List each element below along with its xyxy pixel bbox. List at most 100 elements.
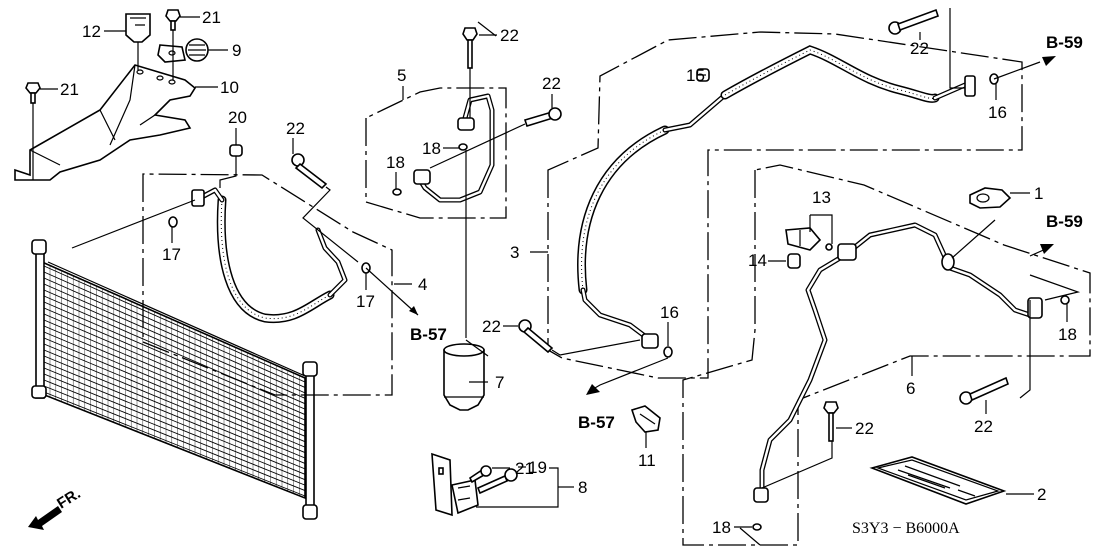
o-ring-18[interactable] bbox=[392, 188, 402, 196]
callout-18[interactable]: 18 bbox=[422, 139, 441, 158]
callout-21[interactable]: 21 bbox=[515, 459, 534, 478]
callout-22[interactable]: 22 bbox=[855, 419, 874, 438]
condenser[interactable] bbox=[31, 239, 318, 520]
ac-label-2[interactable] bbox=[869, 456, 1007, 505]
condenser-fin-line bbox=[43, 379, 306, 486]
callout-11[interactable]: 11 bbox=[638, 451, 656, 470]
callout-18[interactable]: 18 bbox=[1058, 325, 1077, 344]
group-4-outline bbox=[142, 173, 393, 396]
group-5-outline bbox=[365, 87, 507, 219]
condenser-fin-line bbox=[43, 295, 306, 410]
callout-4[interactable]: 4 bbox=[418, 275, 427, 294]
callout-22[interactable]: 22 bbox=[542, 74, 561, 93]
front-arrow-icon bbox=[28, 506, 62, 530]
bolt-21-top[interactable] bbox=[165, 9, 181, 31]
callout-13[interactable]: 13 bbox=[812, 188, 831, 207]
callout-18[interactable]: 18 bbox=[386, 153, 405, 172]
ref-b59[interactable]: B-59 bbox=[1046, 212, 1083, 231]
o-ring-18[interactable] bbox=[752, 523, 762, 531]
discharge-hose-4[interactable] bbox=[191, 187, 348, 324]
callout-14[interactable]: 14 bbox=[748, 251, 767, 270]
arrow-icon bbox=[1042, 56, 1056, 66]
condenser-fin-line bbox=[43, 271, 306, 388]
callout-7[interactable]: 7 bbox=[495, 373, 504, 392]
rubber-mount-9[interactable] bbox=[157, 38, 209, 63]
receiver-pipe-5[interactable] bbox=[413, 93, 495, 203]
callout-16[interactable]: 16 bbox=[988, 103, 1007, 122]
arrow-icon bbox=[586, 384, 600, 395]
group-3-outline bbox=[547, 31, 1023, 379]
arrow-icon bbox=[409, 306, 418, 315]
callout-22[interactable]: 22 bbox=[500, 26, 519, 45]
condenser-fin-line bbox=[43, 373, 306, 481]
condenser-fin-line bbox=[43, 367, 306, 475]
o-ring-18[interactable] bbox=[458, 143, 468, 151]
callout-22[interactable]: 22 bbox=[286, 119, 305, 138]
callout-18[interactable]: 18 bbox=[712, 518, 731, 537]
callout-22[interactable]: 22 bbox=[910, 39, 929, 58]
nut-20[interactable] bbox=[229, 144, 243, 157]
condenser-fin-line bbox=[43, 289, 306, 405]
callout-1[interactable]: 1 bbox=[1034, 184, 1043, 203]
o-ring-16[interactable] bbox=[663, 346, 673, 358]
condenser-fin-line bbox=[43, 265, 306, 383]
callout-16[interactable]: 16 bbox=[660, 303, 679, 322]
callout-19[interactable]: 19 bbox=[528, 458, 547, 477]
callout-9[interactable]: 9 bbox=[232, 41, 241, 60]
bolt-22-group6-right[interactable] bbox=[959, 376, 1009, 405]
ref-b59[interactable]: B-59 bbox=[1046, 33, 1083, 52]
bolt-22-group3-bottom[interactable] bbox=[518, 319, 554, 354]
bolt-22-group5-vertical[interactable] bbox=[462, 27, 478, 69]
callout-15[interactable]: 15 bbox=[686, 66, 705, 85]
ref-b57[interactable]: B-57 bbox=[578, 413, 615, 432]
callout-21[interactable]: 21 bbox=[60, 80, 79, 99]
suction-hose-3[interactable] bbox=[577, 45, 976, 349]
condenser-fin-line bbox=[43, 385, 306, 491]
o-ring[interactable] bbox=[825, 243, 833, 251]
bolt-22-group3-top[interactable] bbox=[888, 8, 940, 35]
callout-22[interactable]: 22 bbox=[482, 317, 501, 336]
bolt-22-group4[interactable] bbox=[291, 153, 328, 190]
callout-10[interactable]: 10 bbox=[220, 78, 239, 97]
clip-11[interactable] bbox=[630, 405, 661, 433]
pressure-switch-13[interactable] bbox=[785, 227, 822, 251]
receiver-dryer-7[interactable] bbox=[443, 343, 485, 411]
callout-3[interactable]: 3 bbox=[510, 243, 519, 262]
condenser-fin-line bbox=[43, 277, 306, 394]
bolt-21-left[interactable] bbox=[25, 82, 41, 104]
callout-2[interactable]: 2 bbox=[1037, 485, 1046, 504]
liquid-pipe-6[interactable] bbox=[753, 222, 1043, 503]
callout-20[interactable]: 20 bbox=[228, 108, 247, 127]
condenser-bracket[interactable] bbox=[14, 64, 197, 181]
callout-22[interactable]: 22 bbox=[974, 417, 993, 436]
clamp-1[interactable] bbox=[969, 187, 1012, 209]
arrow-icon bbox=[1040, 244, 1054, 254]
condenser-fin-line bbox=[43, 391, 306, 497]
condenser-fin-line bbox=[43, 283, 306, 399]
service-port-cap-14[interactable] bbox=[787, 253, 801, 269]
o-ring-17[interactable] bbox=[168, 216, 178, 228]
ref-b57[interactable]: B-57 bbox=[410, 325, 447, 344]
bolt-19[interactable] bbox=[476, 468, 518, 495]
group-6-outline bbox=[682, 164, 1091, 546]
condenser-fin-line bbox=[43, 355, 306, 464]
callout-17[interactable]: 17 bbox=[356, 292, 375, 311]
clip-12[interactable] bbox=[125, 13, 151, 43]
callout-12[interactable]: 12 bbox=[82, 22, 101, 41]
callout-5[interactable]: 5 bbox=[397, 66, 406, 85]
bolt-22-group5-horizontal[interactable] bbox=[523, 107, 562, 127]
callout-17[interactable]: 17 bbox=[162, 245, 181, 264]
callout-21[interactable]: 21 bbox=[202, 8, 221, 27]
front-direction-indicator: FR. bbox=[28, 485, 84, 530]
condenser-fin-line bbox=[43, 331, 306, 443]
o-ring-18[interactable] bbox=[1060, 295, 1070, 305]
bolt-21-bracket[interactable] bbox=[468, 465, 492, 484]
diagram-code: S3Y3 − B6000A bbox=[852, 520, 960, 537]
condenser-fin-line bbox=[43, 325, 306, 437]
callout-6[interactable]: 6 bbox=[906, 379, 915, 398]
receiver-bracket-8[interactable] bbox=[431, 452, 479, 517]
condenser-fin-line bbox=[43, 361, 306, 470]
bolt-22-group6-vertical[interactable] bbox=[823, 401, 839, 442]
callout-8[interactable]: 8 bbox=[578, 478, 587, 497]
